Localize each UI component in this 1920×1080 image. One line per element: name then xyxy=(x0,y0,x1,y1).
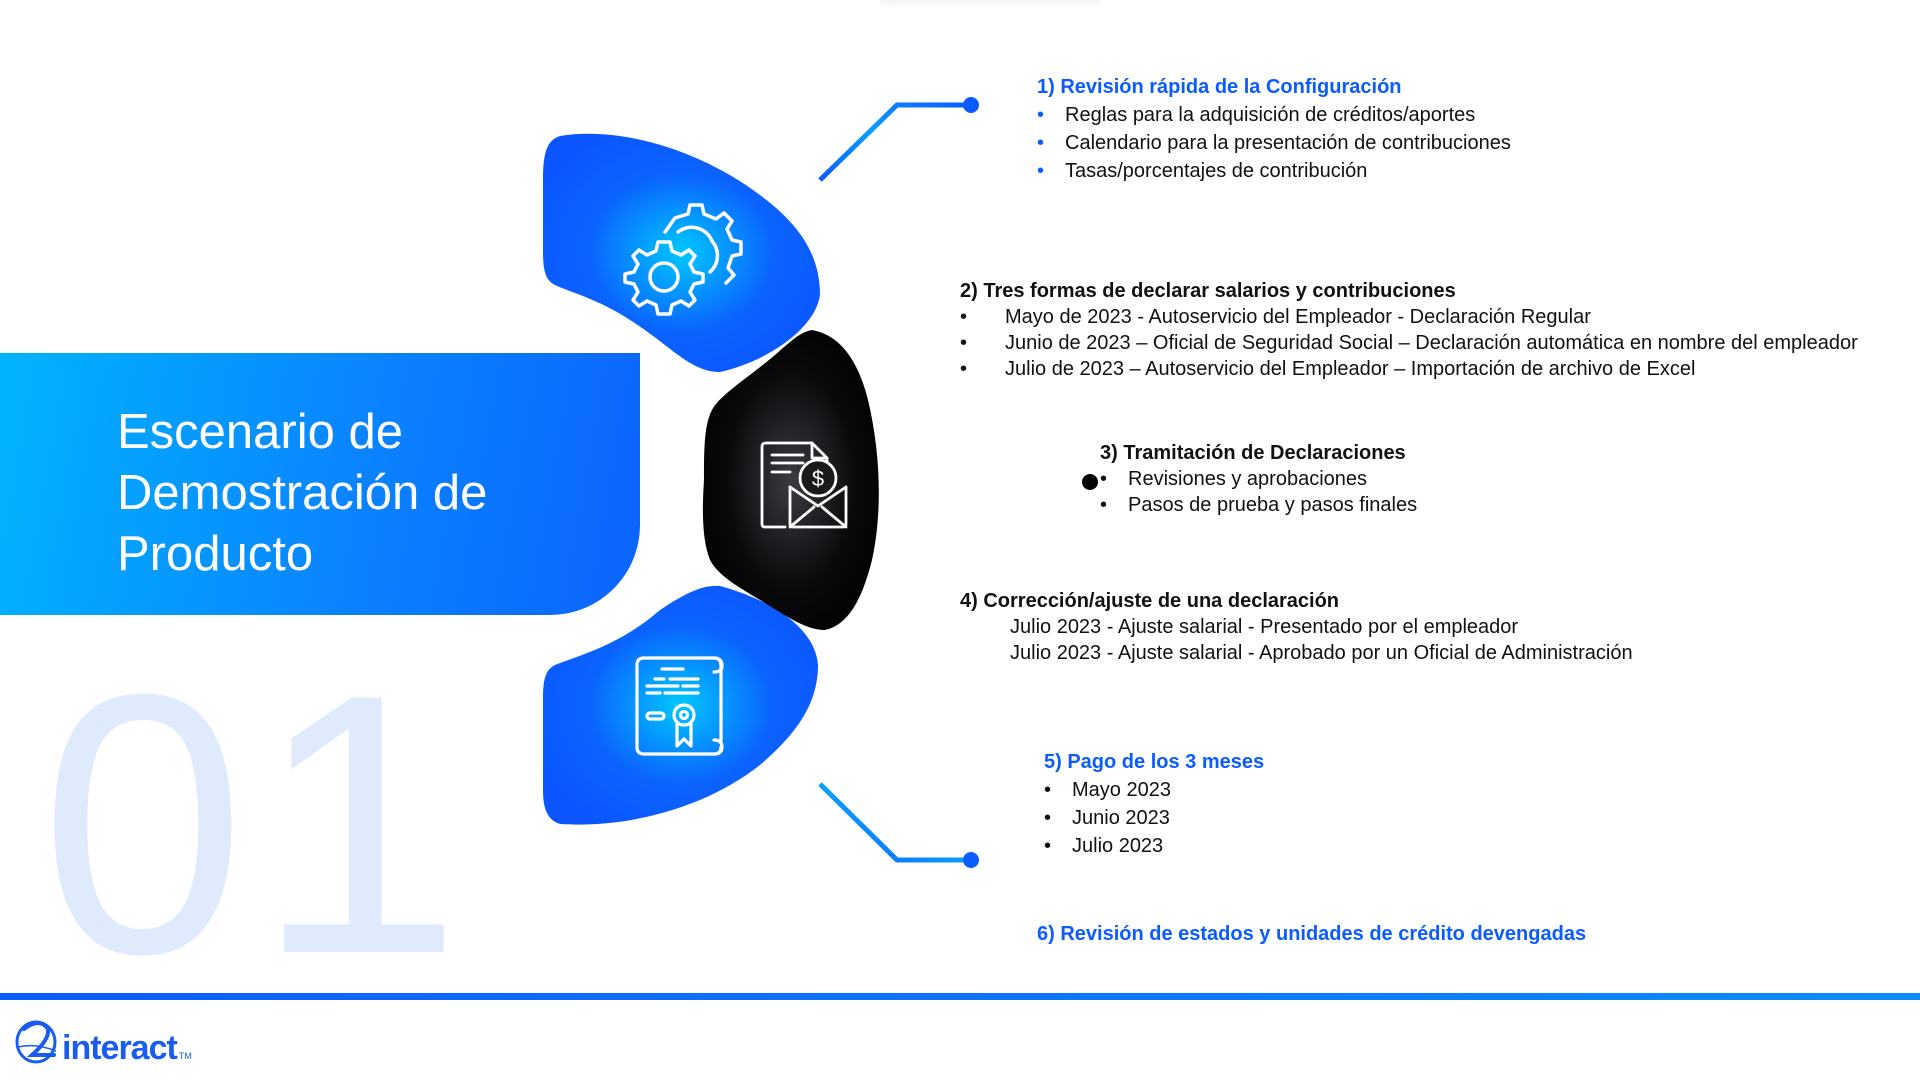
list-item: • Junio 2023 xyxy=(1044,804,1264,832)
list-item: Julio 2023 - Ajuste salarial - Aprobado … xyxy=(1010,642,1633,664)
item-text: Julio 2023 xyxy=(1072,835,1164,857)
logo-trademark: TM xyxy=(178,1051,192,1061)
item-text: Revisiones y aprobaciones xyxy=(1128,468,1368,490)
title-line: Producto xyxy=(117,527,314,581)
item-text: Tasas/porcentajes de contribución xyxy=(1065,160,1368,182)
item-text: Mayo 2023 xyxy=(1072,779,1171,801)
list-item: • Julio de 2023 – Autoservicio del Emplea… xyxy=(960,356,1858,382)
svg-text:$: $ xyxy=(812,466,824,491)
section-title: 6) Revisión de estados y unidades de cré… xyxy=(1037,923,1587,945)
bullet: • xyxy=(1100,468,1108,490)
bullet: • xyxy=(1037,160,1045,182)
connector-1 xyxy=(818,97,979,182)
list-item: • Julio 2023 xyxy=(1044,832,1264,860)
title-banner xyxy=(0,353,640,615)
bullet: • xyxy=(1100,494,1108,516)
bullet: • xyxy=(1044,779,1052,801)
bullet: • xyxy=(1037,132,1045,154)
bullet: • xyxy=(1044,807,1052,829)
item-text: Julio de 2023 – Autoservicio del Emplead… xyxy=(1005,358,1696,380)
document-payment-envelope-icon: $ xyxy=(760,441,848,529)
certificate-scroll-icon xyxy=(635,656,724,756)
list-item: • Pasos de prueba y pasos finales xyxy=(1100,492,1417,518)
logo-text: interact xyxy=(62,1029,178,1067)
list-item: Julio 2023 - Ajuste salarial - Presentad… xyxy=(1010,616,1519,638)
bullet: • xyxy=(960,332,968,354)
middle-petal xyxy=(702,330,879,630)
section-5: 5) Pago de los 3 meses • Mayo 2023 • Junio… xyxy=(1044,748,1264,860)
bullet: • xyxy=(960,358,968,380)
section-title: 1) Revisión rápida de la Configuración xyxy=(1037,76,1402,98)
section-title: 4) Corrección/ajuste de una declaración xyxy=(960,590,1340,612)
bullet: • xyxy=(1044,835,1052,857)
list-item: • Mayo de 2023 - Autoservicio del Emplead… xyxy=(960,304,1858,330)
bullet: • xyxy=(960,306,968,328)
list-item: • Mayo 2023 xyxy=(1044,776,1264,804)
section-title: 5) Pago de los 3 meses xyxy=(1044,751,1265,773)
list-item: • Tasas/porcentajes de contribución xyxy=(1037,157,1511,185)
item-text: Mayo de 2023 - Autoservicio del Empleado… xyxy=(1005,306,1591,328)
slide-number-watermark: 01 xyxy=(40,618,472,1031)
item-text: Pasos de prueba y pasos finales xyxy=(1128,494,1418,516)
item-text: Calendario para la presentación de contr… xyxy=(1065,132,1511,154)
connector-5 xyxy=(818,782,979,868)
item-text: Reglas para la adquisición de créditos/a… xyxy=(1065,104,1476,126)
bullet: • xyxy=(1037,104,1045,126)
top-decoration xyxy=(880,0,1100,8)
item-text: Junio 2023 xyxy=(1072,807,1170,829)
section-1: 1) Revisión rápida de la Configuración •… xyxy=(1037,73,1511,185)
section-4: 4) Corrección/ajuste de una declaración … xyxy=(960,588,1633,666)
item-text: Junio de 2023 – Oficial de Seguridad Soc… xyxy=(1005,332,1858,354)
list-item: • Junio de 2023 – Oficial de Seguridad So… xyxy=(960,330,1858,356)
section-6: 6) Revisión de estados y unidades de cré… xyxy=(1037,920,1586,948)
slide-title: Escenario de Demostración de Producto xyxy=(117,402,487,585)
connector-3 xyxy=(940,474,1098,490)
section-title: 2) Tres formas de declarar salarios y co… xyxy=(960,280,1456,302)
section-3: 3) Tramitación de Declaraciones • Revisio… xyxy=(1100,440,1417,518)
title-line: Demostración de xyxy=(117,466,488,520)
list-item: • Reglas para la adquisición de créditos/… xyxy=(1037,101,1511,129)
footer-accent-bar xyxy=(0,993,1920,1000)
list-item: • Revisiones y aprobaciones xyxy=(1100,466,1417,492)
gears-icon xyxy=(623,203,743,316)
interact-logo: interact TM xyxy=(14,1015,192,1065)
section-2: 2) Tres formas de declarar salarios y co… xyxy=(960,278,1858,382)
title-line: Escenario de xyxy=(117,405,404,459)
interact-globe-icon xyxy=(15,1020,57,1064)
list-item: • Calendario para la presentación de cont… xyxy=(1037,129,1511,157)
section-title: 3) Tramitación de Declaraciones xyxy=(1100,442,1406,464)
